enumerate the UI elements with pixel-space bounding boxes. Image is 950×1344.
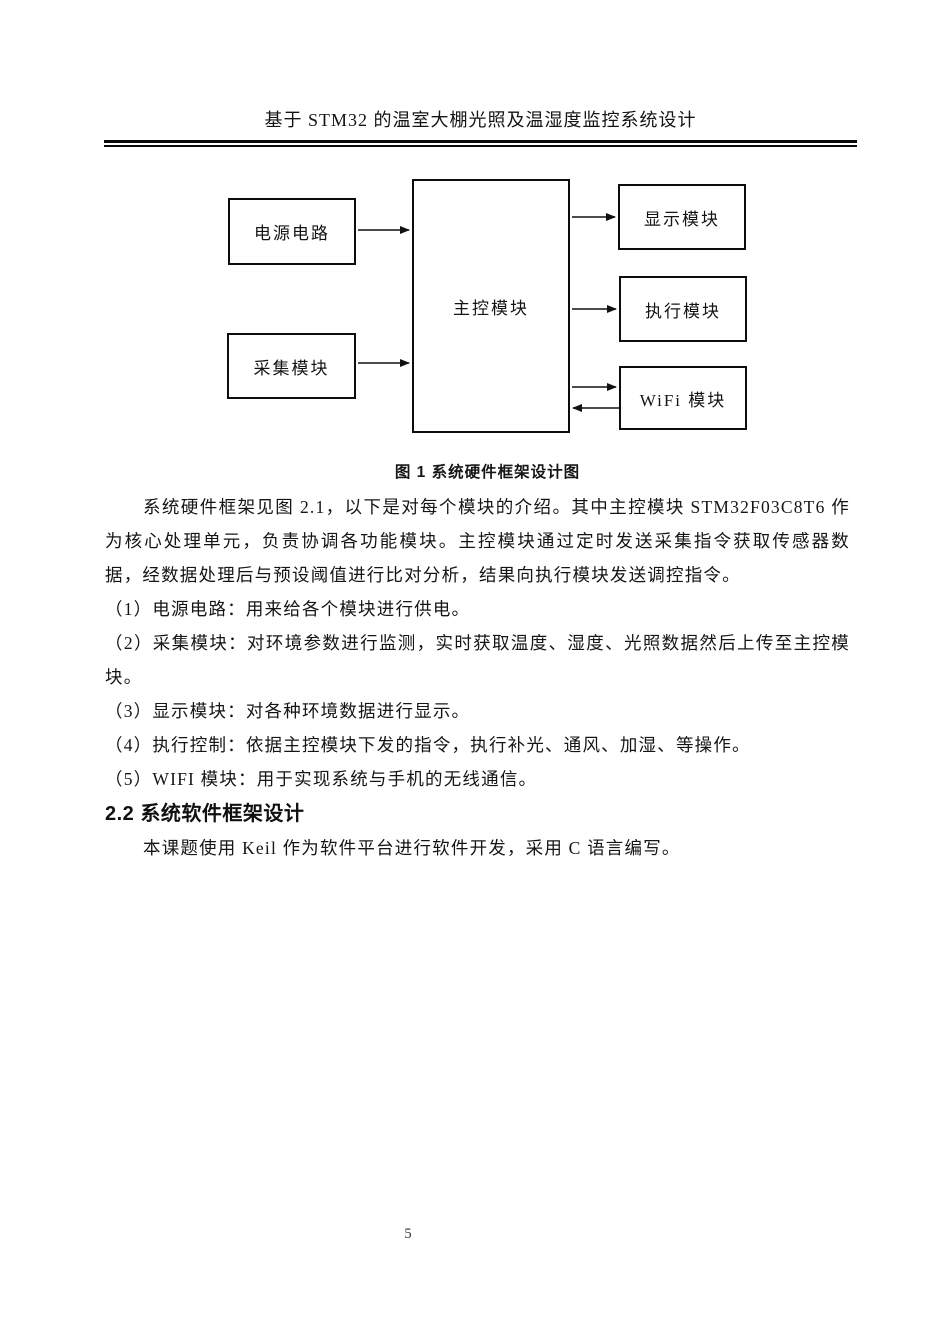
figure-caption: 图 1 系统硬件框架设计图 — [394, 464, 581, 481]
header-rule — [104, 140, 857, 147]
diagram-box-power: 电源电路 — [228, 198, 356, 265]
list-item-2: （2）采集模块：对环境参数进行监测，实时获取温度、湿度、光照数据然后上传至主控模… — [105, 633, 850, 687]
list-item-1: （1）电源电路：用来给各个模块进行供电。 — [105, 599, 471, 619]
diagram-box-collect: 采集模块 — [227, 333, 356, 399]
diagram-box-display: 显示模块 — [618, 184, 746, 250]
diagram-box-power-label: 电源电路 — [254, 224, 330, 243]
list-item-3: （3）显示模块：对各种环境数据进行显示。 — [105, 701, 471, 721]
diagram-box-collect-label: 采集模块 — [253, 358, 330, 378]
section-heading: 2.2 系统软件框架设计 — [105, 803, 305, 825]
diagram-box-main-label: 主控模块 — [453, 298, 529, 318]
diagram-box-exec-label: 执行模块 — [645, 301, 721, 321]
paragraph-intro: 系统硬件框架见图 2.1，以下是对每个模块的介绍。其中主控模块 STM32F03… — [105, 497, 850, 585]
diagram-box-main: 主控模块 — [412, 179, 570, 433]
diagram-box-exec: 执行模块 — [619, 276, 747, 342]
paragraph-software: 本课题使用 Keil 作为软件平台进行软件开发，采用 C 语言编写。 — [143, 838, 681, 858]
list-item-4: （4）执行控制：依据主控模块下发的指令，执行补光、通风、加湿、等操作。 — [105, 735, 751, 755]
hardware-diagram: 电源电路 采集模块 主控模块 显示模块 执行模块 WiFi 模块 — [0, 0, 950, 460]
header-title: 基于 STM32 的温室大棚光照及温湿度监控系统设计 — [264, 110, 697, 130]
diagram-box-wifi: WiFi 模块 — [619, 366, 747, 430]
diagram-box-display-label: 显示模块 — [644, 209, 720, 229]
content-column: 图 1 系统硬件框架设计图 系统硬件框架见图 2.1，以下是对每个模块的介绍。其… — [105, 456, 850, 865]
diagram-box-wifi-label: WiFi 模块 — [639, 390, 727, 410]
page-number: 5 — [404, 1226, 412, 1242]
list-item-5: （5）WIFI 模块：用于实现系统与手机的无线通信。 — [105, 769, 538, 789]
diagram-arrows — [358, 213, 619, 412]
